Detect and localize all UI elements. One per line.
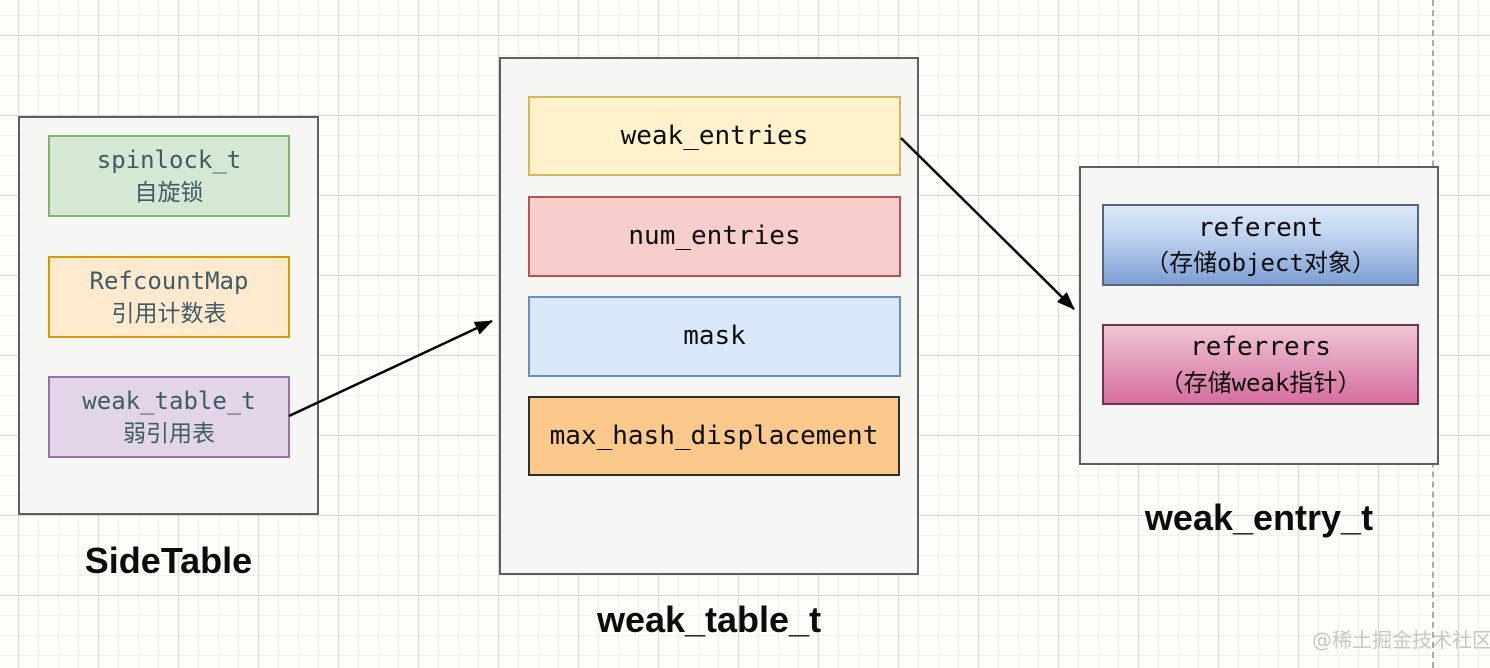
referrers-desc: （存储weak指针） xyxy=(1159,368,1362,397)
spinlock-desc: 自旋锁 xyxy=(134,179,204,206)
arrow-weaktable-to-weaktable-struct xyxy=(288,319,493,418)
weakentry-title: weak_entry_t xyxy=(1144,497,1374,538)
referent-desc: （存储object对象） xyxy=(1145,249,1376,278)
referrers-name: referrers xyxy=(1190,332,1331,363)
watermark-text: @稀土掘金技术社区 xyxy=(1312,628,1490,652)
weaktable-field-mask: mask xyxy=(528,296,901,377)
sidetable-field-refcountmap: RefcountMap 引用计数表 xyxy=(48,256,290,338)
spinlock-name: spinlock_t xyxy=(96,145,242,174)
mask-name: mask xyxy=(683,321,746,352)
sidetable-field-spinlock: spinlock_t 自旋锁 xyxy=(48,135,290,217)
weakentry-field-referrers: referrers （存储weak指针） xyxy=(1102,324,1419,405)
weaktable-field-desc: 弱引用表 xyxy=(123,420,215,447)
num-entries-name: num_entries xyxy=(628,221,801,252)
refcountmap-name: RefcountMap xyxy=(89,266,249,295)
weaktable-title: weak_table_t xyxy=(596,599,822,640)
weak-entries-name: weak_entries xyxy=(620,120,809,151)
sidetable-title: SideTable xyxy=(84,540,253,581)
weaktable-field-num-entries: num_entries xyxy=(528,196,901,277)
sidetable-field-weaktable: weak_table_t 弱引用表 xyxy=(48,376,290,458)
weaktable-field-weak-entries: weak_entries xyxy=(528,96,901,176)
weakentry-field-referent: referent （存储object对象） xyxy=(1102,204,1419,286)
arrow-weakentries-to-weakentry-struct xyxy=(900,137,1075,310)
referent-name: referent xyxy=(1197,212,1324,243)
weaktable-field-name: weak_table_t xyxy=(82,386,256,415)
weaktable-field-max-hash-displacement: max_hash_displacement xyxy=(528,396,900,476)
max-hash-displacement-name: max_hash_displacement xyxy=(549,420,879,451)
refcountmap-desc: 引用计数表 xyxy=(111,300,227,327)
